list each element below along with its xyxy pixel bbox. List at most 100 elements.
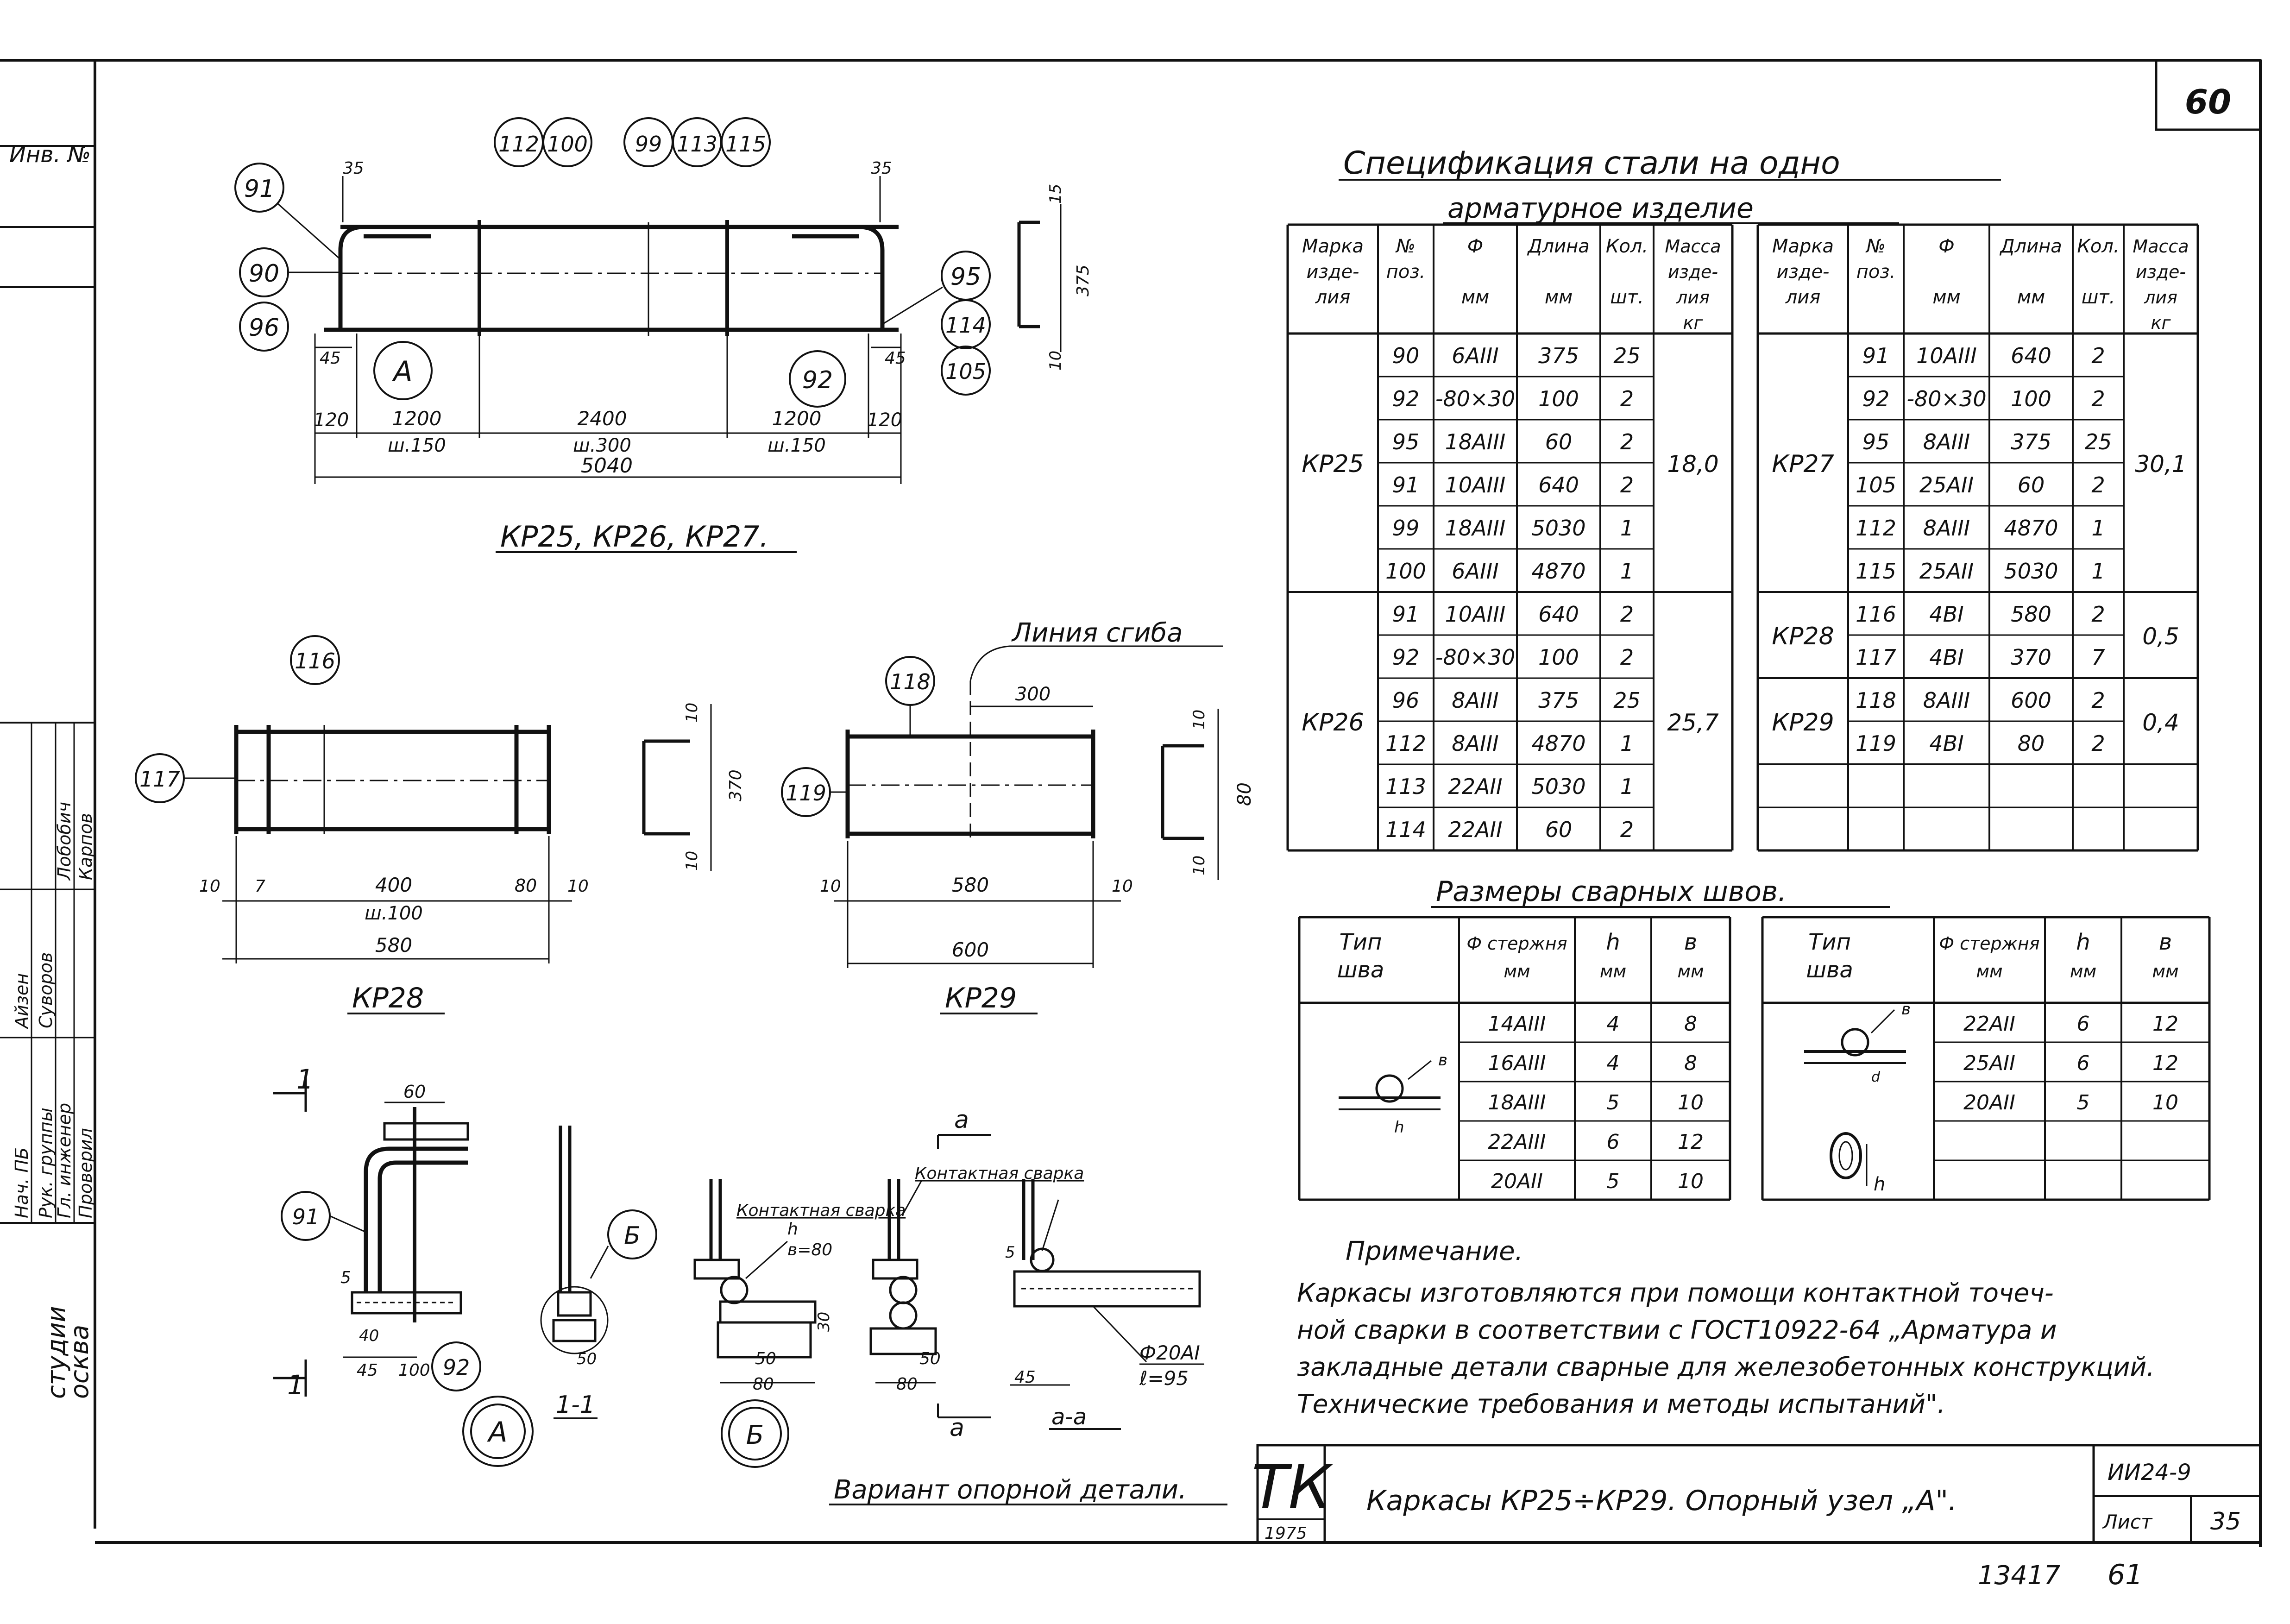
table-cell: 92 bbox=[1392, 645, 1420, 670]
table-cell: 91 bbox=[1392, 472, 1420, 497]
spec-mass: 18,0 bbox=[1667, 451, 1718, 478]
svg-text:35: 35 bbox=[871, 159, 892, 178]
table-cell: 375 bbox=[1538, 688, 1579, 713]
table-cell: Марка bbox=[1772, 236, 1834, 257]
svg-text:КР28: КР28 bbox=[352, 982, 424, 1014]
table-cell: 16АIII bbox=[1488, 1051, 1546, 1075]
kr25-title: КР25, КР26, КР27. bbox=[496, 520, 797, 554]
spec-mass: 25,7 bbox=[1667, 709, 1719, 736]
table-cell: 100 bbox=[1538, 645, 1579, 670]
table-cell: шва bbox=[1337, 957, 1384, 983]
table-cell: мм bbox=[2152, 961, 2178, 982]
svg-text:30: 30 bbox=[815, 1312, 833, 1332]
stamp-role: Рук. группы bbox=[36, 1108, 56, 1218]
table-cell: Кол. bbox=[2077, 236, 2119, 257]
svg-text:35: 35 bbox=[2210, 1508, 2241, 1536]
svg-text:Инв. №: Инв. № bbox=[9, 142, 91, 168]
table-cell: 60 bbox=[2018, 472, 2045, 497]
weld-sym-b: в bbox=[1901, 1000, 1911, 1019]
svg-text:10: 10 bbox=[1190, 856, 1208, 875]
table-cell: Масса bbox=[2133, 236, 2189, 257]
table-cell: кг bbox=[1683, 313, 1704, 333]
stamp-name: Лобобич bbox=[54, 802, 75, 881]
table-cell: 5 bbox=[2077, 1091, 2090, 1114]
table-cell: мм bbox=[1677, 961, 1704, 982]
section-1-1: Б 50 1-1 bbox=[540, 1126, 657, 1419]
kr29-title: КР29 bbox=[940, 982, 1038, 1014]
kr29-labels: 118 119 Линия сгиба 300 10 580 10 600 bbox=[781, 618, 1183, 961]
svg-text:600: 600 bbox=[952, 938, 989, 961]
svg-text:Лист: Лист bbox=[2102, 1511, 2153, 1533]
table-cell: 112 bbox=[1856, 516, 1896, 541]
svg-text:370: 370 bbox=[726, 769, 745, 801]
svg-text:2400: 2400 bbox=[578, 407, 627, 430]
table-cell: 6 bbox=[2077, 1051, 2090, 1075]
svg-text:112: 112 bbox=[498, 132, 539, 157]
svg-text:61: 61 bbox=[2108, 1559, 2143, 1591]
table-cell: 2 bbox=[1620, 472, 1634, 497]
table-cell: 1 bbox=[2091, 516, 2105, 541]
spec-mass: 0,4 bbox=[2142, 709, 2179, 736]
svg-text:5040: 5040 bbox=[581, 454, 633, 478]
weld-sym-b: в bbox=[1438, 1051, 1447, 1070]
svg-text:КР25, КР26, КР27.: КР25, КР26, КР27. bbox=[500, 520, 768, 554]
svg-text:ш.150: ш.150 bbox=[388, 435, 446, 456]
svg-text:115: 115 bbox=[725, 132, 766, 157]
table-cell: 105 bbox=[1856, 472, 1896, 497]
table-cell: 95 bbox=[1862, 429, 1890, 454]
inventory-box: Инв. № bbox=[0, 142, 95, 288]
table-cell: h bbox=[1606, 929, 1620, 955]
svg-text:1975: 1975 bbox=[1265, 1524, 1307, 1543]
table-cell: 100 bbox=[1385, 559, 1426, 584]
table-cell: 2 bbox=[2091, 731, 2105, 756]
svg-text:117: 117 bbox=[139, 767, 180, 792]
table-cell: 1 bbox=[1620, 731, 1634, 756]
svg-text:99: 99 bbox=[635, 132, 662, 157]
svg-text:119: 119 bbox=[786, 781, 826, 806]
table-cell: 2 bbox=[1620, 386, 1634, 411]
stamp-role: Проверил bbox=[75, 1128, 96, 1218]
svg-text:1: 1 bbox=[287, 1369, 304, 1401]
svg-text:10: 10 bbox=[1046, 351, 1065, 371]
table-cell: Тип bbox=[1340, 929, 1382, 955]
svg-text:96: 96 bbox=[249, 314, 279, 342]
stamp-name: Суворов bbox=[36, 952, 56, 1028]
table-cell: 6 bbox=[2077, 1012, 2090, 1036]
svg-text:60: 60 bbox=[2185, 82, 2231, 121]
stamp-name: Айзен bbox=[12, 973, 32, 1030]
svg-text:ИИ24-9: ИИ24-9 bbox=[2108, 1460, 2191, 1486]
svg-text:120: 120 bbox=[867, 409, 902, 431]
svg-text:92: 92 bbox=[443, 1355, 470, 1380]
svg-text:375: 375 bbox=[1074, 264, 1093, 296]
kr28-dim-text: 10 7 400 80 10 580 ш.100 bbox=[199, 874, 589, 957]
table-cell: № bbox=[1395, 236, 1416, 257]
svg-text:120: 120 bbox=[314, 409, 349, 431]
kr25-callouts: 91 90 96 112 100 99 113 115 95 114 105 9… bbox=[234, 117, 991, 408]
svg-text:5: 5 bbox=[340, 1268, 351, 1287]
table-cell: 5030 bbox=[1531, 516, 1585, 541]
svg-text:15: 15 bbox=[1046, 184, 1065, 204]
svg-text:90: 90 bbox=[249, 260, 279, 288]
svg-text:45: 45 bbox=[1014, 1368, 1036, 1387]
table-cell: 8АIII bbox=[1923, 688, 1970, 713]
table-cell: 12 bbox=[2152, 1012, 2178, 1036]
table-cell: 117 bbox=[1856, 645, 1896, 670]
table-cell: 1 bbox=[1620, 516, 1634, 541]
table-cell: 99 bbox=[1392, 516, 1420, 541]
svg-text:60: 60 bbox=[403, 1082, 426, 1102]
svg-text:10: 10 bbox=[683, 703, 701, 723]
title-block: ТК 1975 Каркасы КР25÷КР29. Опорный узел … bbox=[1252, 1444, 2262, 1591]
welds-title: Размеры сварных швов. bbox=[1431, 875, 1890, 908]
table-cell: поз. bbox=[1856, 261, 1896, 283]
spec-mark: КР29 bbox=[1772, 709, 1834, 736]
svg-text:400: 400 bbox=[375, 874, 412, 896]
svg-text:95: 95 bbox=[950, 263, 981, 291]
table-cell: мм bbox=[1976, 961, 2002, 982]
svg-text:ш.300: ш.300 bbox=[573, 435, 631, 456]
table-cell: 22АIII bbox=[1488, 1130, 1546, 1154]
table-cell: шт. bbox=[1610, 287, 1644, 308]
table-cell: 1 bbox=[1620, 559, 1634, 584]
node-a-labels: 91 92 1 1 60 5 40 45 100 А bbox=[281, 1064, 534, 1467]
svg-text:40: 40 bbox=[359, 1327, 379, 1345]
kr28-title: КР28 bbox=[347, 982, 445, 1014]
